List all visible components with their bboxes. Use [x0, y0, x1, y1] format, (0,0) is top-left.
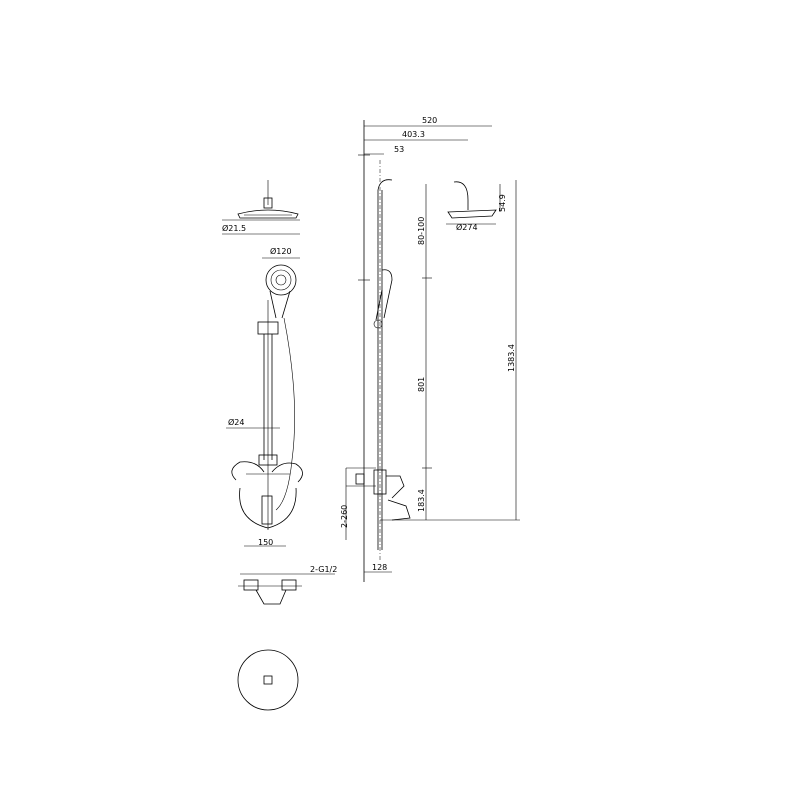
head-height-label: 54.9	[498, 194, 507, 212]
depth-label: 128	[372, 563, 387, 572]
rail-diameter-label: Ø24	[228, 417, 244, 427]
rail-length-label: 801	[417, 377, 426, 392]
inlet-connectors: 2-G1/2	[238, 565, 337, 605]
arm-drop-label: 80-100	[417, 217, 426, 245]
handshower-front: Ø120	[262, 246, 300, 319]
inlet-thread-label: 2-G1/2	[310, 565, 337, 574]
arm-length-label: 403.3	[402, 130, 425, 139]
overhead-diameter-label: Ø21.5	[222, 223, 246, 233]
side-view: 520 403.3 53 2-260 128 80-100 801	[340, 116, 520, 582]
head-diameter-label: Ø274	[456, 222, 478, 232]
offset-label: 53	[394, 145, 404, 154]
handshower-diameter-label: Ø120	[270, 246, 292, 256]
slide-rail-front: Ø24	[226, 300, 295, 530]
overhead-shower-front: Ø21.5	[222, 180, 300, 235]
valve-front	[231, 461, 303, 529]
bottom-plate	[237, 649, 299, 711]
front-view: Ø21.5 Ø120 Ø24	[222, 180, 337, 711]
inlet-spacing-label: 2-260	[340, 505, 349, 528]
valve-width-label: 150	[258, 538, 273, 547]
total-height-label: 1383.4	[507, 344, 516, 372]
lower-height-label: 183.4	[417, 489, 426, 512]
total-width-label: 520	[422, 116, 437, 125]
